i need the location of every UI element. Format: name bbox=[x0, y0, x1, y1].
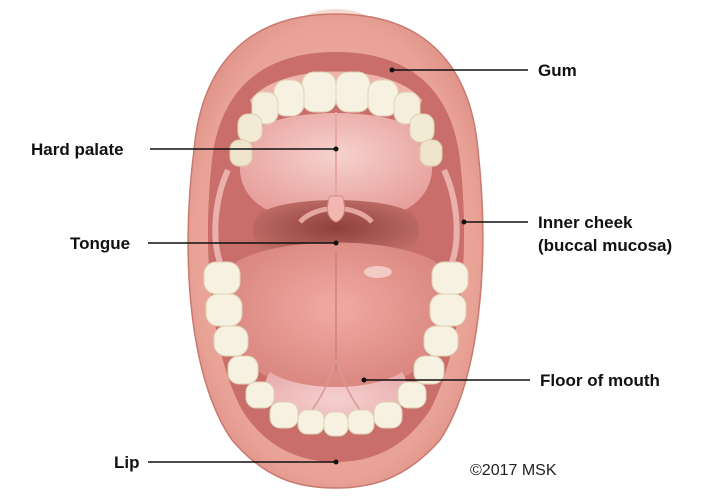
lower-teeth bbox=[203, 261, 469, 437]
inner-cheek-pointer-dot bbox=[461, 219, 467, 225]
floor-of-mouth-pointer-dot bbox=[361, 377, 367, 383]
inner-cheek bbox=[212, 168, 460, 264]
uvula bbox=[327, 195, 345, 223]
tongue-label: Tongue bbox=[70, 234, 131, 253]
tongue bbox=[228, 242, 444, 389]
gum-label: Gum bbox=[538, 61, 577, 80]
hard-palate bbox=[239, 112, 433, 218]
lip-label: Lip bbox=[114, 453, 140, 472]
leader-lines bbox=[148, 67, 530, 465]
inner-cheek-label-line2: (buccal mucosa) bbox=[538, 236, 673, 255]
floor-of-mouth-label: Floor of mouth bbox=[540, 371, 660, 390]
tongue-pointer-dot bbox=[333, 240, 339, 246]
upper-teeth bbox=[229, 71, 443, 167]
hard-palate-pointer-dot bbox=[333, 146, 339, 152]
copyright-credit: ©2017 MSK bbox=[470, 462, 557, 479]
lip-pointer-dot bbox=[333, 459, 339, 465]
hard-palate-label: Hard palate bbox=[31, 140, 124, 159]
inner-cheek-label-line1: Inner cheek bbox=[538, 213, 633, 232]
gum-pointer-dot bbox=[389, 67, 395, 73]
